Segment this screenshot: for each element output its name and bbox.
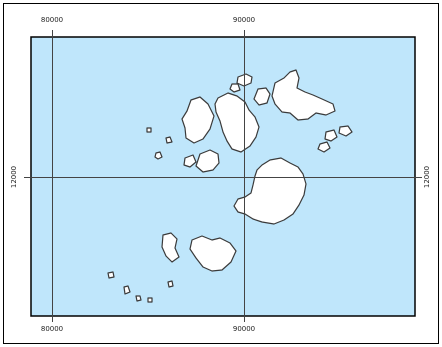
island-northeast bbox=[271, 69, 336, 121]
island-south bbox=[189, 235, 237, 272]
islands bbox=[107, 69, 353, 303]
map-area bbox=[30, 36, 416, 317]
island-large bbox=[233, 157, 307, 225]
grid-label-right: 12000 bbox=[423, 166, 431, 188]
grid-label-bottom-right: 90000 bbox=[233, 325, 255, 333]
island-east-small-1 bbox=[324, 129, 338, 142]
grid-label-top-left: 80000 bbox=[41, 16, 63, 24]
island-westcentral bbox=[181, 96, 215, 144]
grid-label-top-right: 90000 bbox=[233, 16, 255, 24]
grid-label-bottom-left: 80000 bbox=[41, 325, 63, 333]
island-small-sw-2 bbox=[107, 271, 115, 279]
island-north-small-3 bbox=[229, 83, 241, 93]
grid-lines bbox=[24, 30, 422, 322]
island-southwest bbox=[161, 232, 180, 263]
island-small-west-1 bbox=[154, 151, 163, 160]
island-small-sw-3 bbox=[135, 295, 142, 302]
island-central bbox=[214, 92, 260, 153]
island-small-sw-1 bbox=[123, 285, 131, 295]
grid-label-left: 12000 bbox=[10, 166, 18, 188]
island-west-small-1 bbox=[195, 149, 220, 173]
island-small-sw-4 bbox=[147, 297, 153, 303]
island-east-small-3 bbox=[317, 141, 331, 153]
island-small-sw-5 bbox=[167, 280, 174, 288]
island-west-small-2 bbox=[183, 154, 197, 168]
island-small-west-2 bbox=[165, 136, 173, 144]
island-small-west-3 bbox=[146, 127, 152, 133]
island-east-small-2 bbox=[338, 125, 353, 137]
island-north-small-2 bbox=[253, 87, 271, 106]
